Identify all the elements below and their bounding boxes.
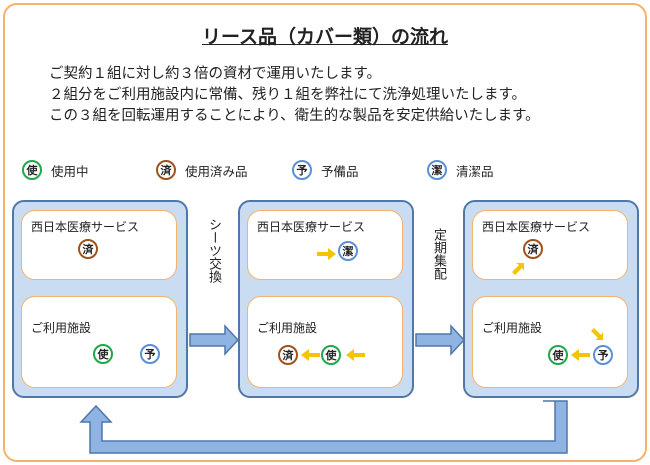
legend-label: 清潔品 [456,163,494,179]
legend-label: 使用済み品 [185,163,248,179]
service-label: 西日本医療サービス [257,220,366,234]
service-box: 西日本医療サービス 潔 [247,210,403,280]
legend-spare: 予 予備品 [292,159,359,181]
facility-box: ご利用施設 済 使 [247,296,403,388]
in-use-badge: 使 [321,345,341,365]
transition-text: 定期集配 [431,228,446,280]
transition-label-periodic-pickup: 定期集配 [430,228,446,285]
clean-badge: 潔 [427,160,447,180]
facility-label: ご利用施設 [31,321,92,335]
used-badge: 済 [278,345,298,365]
left-arrow-icon [301,349,320,361]
legend-used: 済 使用済み品 [156,159,248,181]
transition-text: シーツ交換 [206,218,221,283]
spare-badge: 予 [292,160,312,180]
down-right-arrow-icon [591,328,603,340]
stage-2: 西日本医療サービス 潔 ご利用施設 済 使 [238,200,414,398]
left-arrow-icon [346,349,365,361]
service-box: 西日本医療サービス 済 [472,210,628,280]
spare-badge: 予 [593,345,613,365]
legend-label: 使用中 [51,163,89,179]
facility-label: ご利用施設 [482,321,543,335]
clean-badge: 潔 [338,241,358,261]
service-box: 西日本医療サービス 済 [21,210,177,280]
stage-3: 西日本医療サービス 済 ご利用施設 使 予 [463,200,639,398]
legend-clean: 潔 清潔品 [427,159,494,181]
service-label: 西日本医療サービス [482,220,591,234]
intro-line: ２組分をご利用施設内に常備、残り１組を弊社にて洗浄処理いたします。 [49,87,527,103]
transition-label-sheet-change: シーツ交換 [205,218,221,288]
intro-text: ご契約１組に対し約３倍の資材で運用いたします。 ２組分をご利用施設内に常備、残り… [49,64,540,127]
up-right-arrow-icon [512,263,524,275]
facility-box: ご利用施設 使 予 [472,296,628,388]
intro-line: ご契約１組に対し約３倍の資材で運用いたします。 [49,66,382,82]
used-badge: 済 [156,160,176,180]
facility-box: ご利用施設 使 予 [21,296,177,388]
used-badge: 済 [523,239,543,259]
page-title: リース品（カバー類）の流れ [201,26,449,48]
right-arrow-icon [317,248,336,260]
stage-1: 西日本医療サービス 済 ご利用施設 使 予 [12,200,188,398]
used-badge: 済 [78,239,98,259]
intro-line: この３組を回転運用することにより、衛生的な製品を安定供給いたします。 [49,108,540,124]
in-use-badge: 使 [548,345,568,365]
spare-badge: 予 [140,344,160,364]
facility-label: ご利用施設 [257,321,318,335]
left-arrow-icon [571,349,590,361]
in-use-badge: 使 [22,160,42,180]
legend-label: 予備品 [321,163,359,179]
service-label: 西日本医療サービス [31,220,140,234]
in-use-badge: 使 [93,344,113,364]
legend-in-use: 使 使用中 [22,159,89,181]
